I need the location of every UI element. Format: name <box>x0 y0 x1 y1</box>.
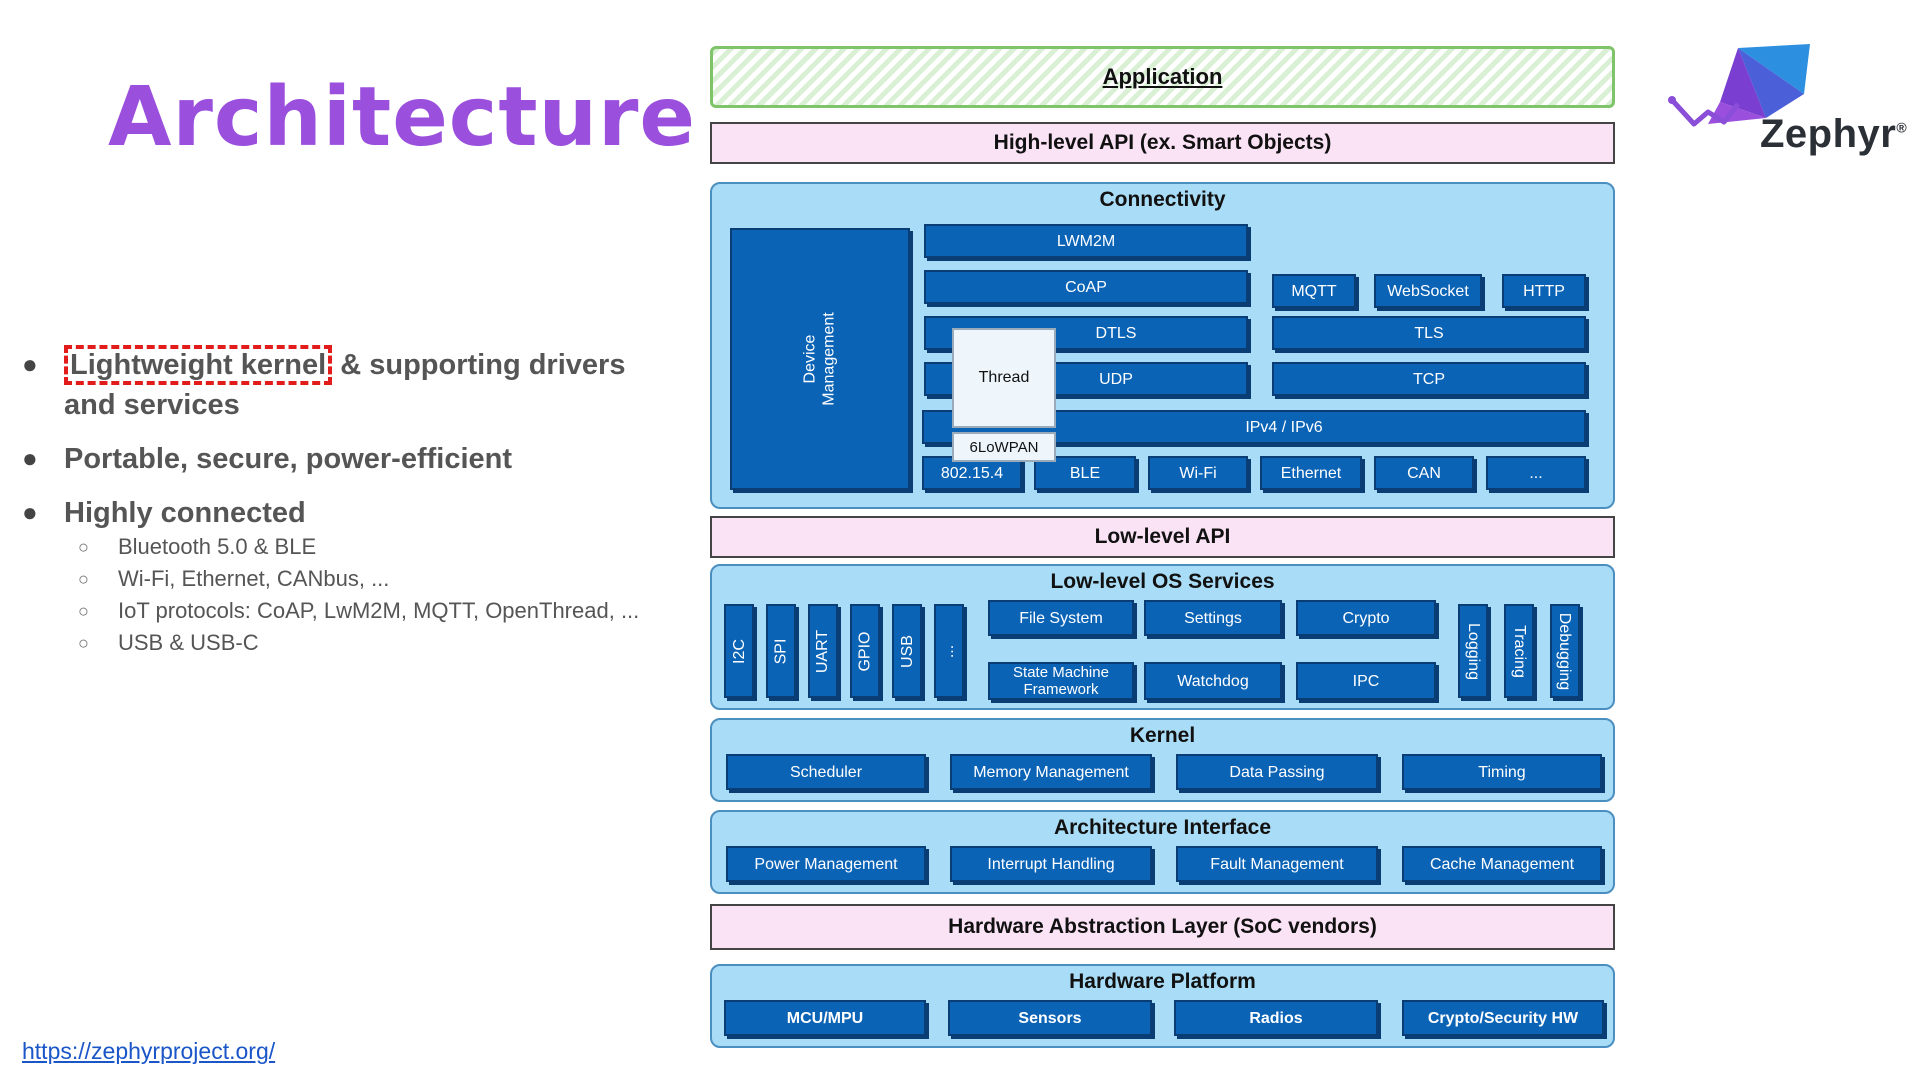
bullet-dot: ● <box>22 497 38 527</box>
arch-interface-title: Architecture Interface <box>1053 816 1272 839</box>
project-link[interactable]: https://zephyrproject.org/ <box>22 1038 276 1064</box>
zephyr-logo-icon <box>1668 44 1810 127</box>
file-system-box: File System <box>988 600 1134 636</box>
scheduler-box: Scheduler <box>726 754 926 790</box>
uart-box: UART <box>808 604 838 698</box>
highlight-box: Lightweight kernel <box>64 345 333 385</box>
fault-management-box: Fault Management <box>1176 846 1378 882</box>
subbullet-dot: ○ <box>78 569 89 589</box>
hardware-platform-section: Hardware Platform MCU/MPU Sensors Radios… <box>710 964 1615 1048</box>
hal-layer: Hardware Abstraction Layer (SoC vendors) <box>710 904 1615 950</box>
debugging-box: Debugging <box>1550 604 1580 698</box>
device-management-box: Device Management <box>730 228 910 490</box>
connectivity-section: Connectivity Device Management LWM2M CoA… <box>710 182 1615 509</box>
coap-box: CoAP <box>924 270 1248 304</box>
more-links-box: ... <box>1486 456 1586 490</box>
kernel-title: Kernel <box>1129 724 1196 747</box>
more-drivers-box: ... <box>934 604 964 698</box>
low-level-api-layer: Low-level API <box>710 516 1615 558</box>
subbullet-2: Wi-Fi, Ethernet, CANbus, ... <box>118 566 390 591</box>
timing-box: Timing <box>1402 754 1602 790</box>
interrupt-handling-box: Interrupt Handling <box>950 846 1152 882</box>
thread-box: Thread <box>952 328 1056 428</box>
crypto-box: Crypto <box>1296 600 1436 636</box>
logging-box: Logging <box>1458 604 1488 698</box>
sensors-box: Sensors <box>948 1000 1152 1036</box>
bullet-3: Highly connected <box>64 497 306 529</box>
subbullet-1: Bluetooth 5.0 & BLE <box>118 534 317 559</box>
gpio-box: GPIO <box>850 604 880 698</box>
6lowpan-box: 6LoWPAN <box>952 432 1056 462</box>
wifi-box: Wi-Fi <box>1148 456 1248 490</box>
memory-management-box: Memory Management <box>950 754 1152 790</box>
can-box: CAN <box>1374 456 1474 490</box>
tracing-box: Tracing <box>1504 604 1534 698</box>
bullet-2: Portable, secure, power-efficient <box>64 443 513 475</box>
websocket-box: WebSocket <box>1374 274 1482 308</box>
ethernet-box: Ethernet <box>1260 456 1362 490</box>
os-services-section: Low-level OS Services I2C SPI UART GPIO … <box>710 564 1615 710</box>
kernel-section: Kernel Scheduler Memory Management Data … <box>710 718 1615 802</box>
os-services-title: Low-level OS Services <box>1050 570 1275 593</box>
bullet-1: Lightweight kernel & supporting drivers … <box>64 345 704 425</box>
application-layer: Application <box>710 46 1615 108</box>
mcu-mpu-box: MCU/MPU <box>724 1000 926 1036</box>
spi-box: SPI <box>766 604 796 698</box>
lwm2m-box: LWM2M <box>924 224 1248 258</box>
subbullet-3: IoT protocols: CoAP, LwM2M, MQTT, OpenTh… <box>118 598 640 623</box>
mqtt-box: MQTT <box>1272 274 1356 308</box>
power-management-box: Power Management <box>726 846 926 882</box>
bullet-dot: ● <box>22 349 38 379</box>
i2c-box: I2C <box>724 604 754 698</box>
connectivity-title: Connectivity <box>1099 188 1226 211</box>
arch-interface-section: Architecture Interface Power Management … <box>710 810 1615 894</box>
radios-box: Radios <box>1174 1000 1378 1036</box>
cache-management-box: Cache Management <box>1402 846 1602 882</box>
subbullet-dot: ○ <box>78 537 89 557</box>
crypto-security-hw-box: Crypto/Security HW <box>1402 1000 1604 1036</box>
subbullet-dot: ○ <box>78 601 89 621</box>
subbullet-dot: ○ <box>78 633 89 653</box>
hardware-platform-title: Hardware Platform <box>1069 970 1256 993</box>
tls-box: TLS <box>1272 316 1586 350</box>
data-passing-box: Data Passing <box>1176 754 1378 790</box>
bullet-dot: ● <box>22 443 38 473</box>
slide-title: Architecture <box>108 70 697 165</box>
high-level-api-layer: High-level API (ex. Smart Objects) <box>710 122 1615 164</box>
ipc-box: IPC <box>1296 662 1436 700</box>
http-box: HTTP <box>1502 274 1586 308</box>
zephyr-logo-text: Zephyr® <box>1760 112 1908 156</box>
watchdog-box: Watchdog <box>1144 662 1282 700</box>
settings-box: Settings <box>1144 600 1282 636</box>
usb-box: USB <box>892 604 922 698</box>
state-machine-box: State Machine Framework <box>988 662 1134 700</box>
subbullet-4: USB & USB-C <box>118 630 259 655</box>
tcp-box: TCP <box>1272 362 1586 396</box>
